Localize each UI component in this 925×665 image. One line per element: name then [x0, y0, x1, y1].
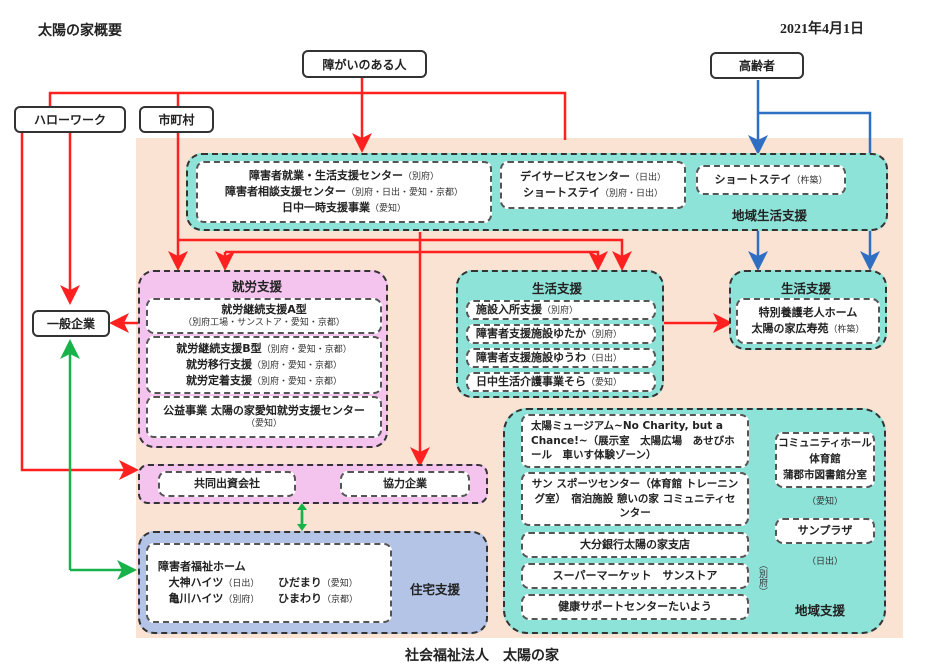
node-municipality[interactable]: 市町村: [139, 106, 214, 133]
item-note: （愛知）: [245, 419, 282, 430]
beppu-note: （別府）: [757, 560, 767, 596]
box-taiyo-museum[interactable]: 太陽ミュージアム~No Charity, but a Chance!~（展示室 …: [521, 414, 749, 468]
box-sun-plaza[interactable]: サンプラザ: [775, 518, 875, 544]
item-note: （愛知）: [369, 204, 406, 215]
item-name: デイサービスセンター: [519, 169, 630, 183]
item-name: 就労定着支援: [185, 374, 252, 388]
item-name: 障害者就業・生活支援センター: [248, 168, 403, 182]
item-name: 障害者支援施設ゆうわ: [476, 350, 586, 364]
item-note: （別府工場・サンストア・愛知・京都）: [183, 318, 345, 329]
hiji-note: （日出）: [807, 557, 844, 567]
item-name: 就労移行支援: [185, 357, 252, 371]
item-note: （別府）: [402, 171, 439, 182]
box-employment-type-a[interactable]: 就労継続支援A型 （別府工場・サンストア・愛知・京都）: [146, 298, 382, 334]
group-life-support: 生活支援 施設入所支援（別府） 障害者支援施設ゆたか（別府） 障害者支援施設ゆう…: [456, 270, 664, 398]
item-note: （別府）: [586, 329, 623, 340]
box-aichi-community-hall[interactable]: コミュニティホール 体育館 蒲郡市図書館分室: [775, 432, 875, 488]
item-note: （日出）: [629, 172, 666, 183]
item-name: 障害者相談支援センター: [224, 184, 346, 198]
red-arrow-hw-to-partners: [20, 132, 139, 480]
box-disability-centers[interactable]: 障害者就業・生活支援センター（別府） 障害者相談支援センター（別府・日出・愛知・…: [196, 161, 492, 223]
group-community-life-support: 障害者就業・生活支援センター（別府） 障害者相談支援センター（別府・日出・愛知・…: [186, 153, 888, 231]
box-elderly-homes[interactable]: 特別養護老人ホーム 太陽の家広寿苑（杵築）: [736, 298, 880, 344]
aichi-note: （愛知）: [807, 497, 844, 507]
welfare-home-title: 障害者福祉ホーム: [158, 559, 246, 573]
item-name: 就労継続支援A型: [221, 302, 307, 316]
green-double-arrow-icon: [297, 503, 307, 531]
item-note: （別府・愛知・京都）: [251, 360, 342, 371]
box-supermarket[interactable]: スーパーマーケット サンストア: [521, 563, 749, 589]
item-name: コミュニティホール: [778, 437, 872, 450]
item-name: ひまわり: [278, 591, 322, 605]
item-note: （別府・日出）: [599, 189, 663, 199]
item-name: 障害者支援施設ゆたか: [476, 326, 586, 340]
organization-name: 社会福祉法人 太陽の家: [405, 648, 559, 664]
node-disabled-persons[interactable]: 障がいのある人: [302, 50, 427, 78]
item-name: 太陽の家広寿苑: [751, 321, 829, 335]
item-name: 日中生活介護事業そら: [476, 374, 586, 388]
item-name: 蒲郡市図書館分室: [783, 468, 867, 481]
item-note: （愛知）: [586, 377, 623, 388]
item-name: 日中一時支援事業: [281, 201, 370, 215]
box-health-center[interactable]: 健康サポートセンターたいよう: [521, 594, 749, 620]
box-oita-bank[interactable]: 大分銀行太陽の家支店: [521, 532, 749, 558]
box-cooperating-companies[interactable]: 協力企業: [340, 471, 470, 497]
item-name: 施設入所支援: [476, 302, 542, 316]
box-aichi-employment-center[interactable]: 公益事業 太陽の家愛知就労支援センター （愛知）: [146, 396, 382, 438]
list-item[interactable]: 施設入所支援（別府）: [466, 300, 656, 320]
box-welfare-homes[interactable]: 障害者福祉ホーム 大神ハイツ（日出） ひだまり（愛知） 亀川ハイツ（別府） ひま…: [146, 543, 392, 623]
node-general-company[interactable]: 一般企業: [32, 310, 110, 337]
group-label: 就労支援: [232, 279, 283, 294]
item-note: （別府）: [223, 594, 260, 605]
item-name: 亀川ハイツ: [168, 591, 224, 605]
list-item[interactable]: 障害者支援施設ゆたか（別府）: [466, 324, 656, 344]
group-community-support: 太陽ミュージアム~No Charity, but a Chance!~（展示室 …: [503, 408, 886, 634]
group-label: 住宅支援: [410, 582, 461, 597]
item-name: 就労継続支援B型: [176, 341, 262, 355]
list-item[interactable]: 日中生活介護事業そら（愛知）: [466, 372, 656, 392]
item-name: ひだまり: [278, 575, 322, 589]
item-note: （京都）: [322, 594, 359, 605]
box-sun-sports-center[interactable]: サン スポーツセンター（体育館 トレーニング室） 宿泊施設 憩いの家 コミュニテ…: [521, 472, 749, 526]
date-label: 2021年4月1日: [780, 22, 864, 37]
group-label: 地域生活支援: [732, 208, 808, 223]
box-joint-venture[interactable]: 共同出資会社: [158, 471, 296, 497]
list-item[interactable]: 障害者支援施設ゆうわ（日出）: [466, 348, 656, 368]
box-short-stay-kitsuki[interactable]: ショートステイ（杵築）: [696, 165, 846, 195]
node-hellowork[interactable]: ハローワーク: [14, 106, 126, 133]
item-note: （日出）: [223, 578, 260, 589]
page-title: 太陽の家概要: [38, 23, 122, 39]
group-elderly-life-support: 生活支援 特別養護老人ホーム 太陽の家広寿苑（杵築）: [729, 270, 887, 350]
item-name: ショートステイ: [522, 186, 600, 199]
item-name: 体育館: [809, 453, 841, 466]
item-note: （杵築）: [791, 175, 828, 186]
box-employment-type-b[interactable]: 就労継続支援B型（別府・愛知・京都） 就労移行支援（別府・愛知・京都） 就労定着…: [146, 336, 382, 394]
red-line-top: [48, 91, 567, 140]
group-partners: 共同出資会社 協力企業: [138, 464, 488, 504]
item-name: 公益事業 太陽の家愛知就労支援センター: [163, 403, 365, 417]
item-note: （別府・愛知・京都）: [261, 344, 352, 355]
group-label: 生活支援: [781, 281, 832, 296]
item-name: 特別養護老人ホーム: [758, 306, 858, 319]
group-housing-support: 障害者福祉ホーム 大神ハイツ（日出） ひだまり（愛知） 亀川ハイツ（別府） ひま…: [138, 531, 488, 634]
item-name: ショートステイ: [714, 172, 792, 186]
group-label: 地域支援: [795, 603, 846, 618]
item-note: （別府・日出・愛知・京都）: [345, 187, 463, 198]
item-note: （愛知）: [321, 578, 358, 589]
group-employment-support: 就労支援 就労継続支援A型 （別府工場・サンストア・愛知・京都） 就労継続支援B…: [138, 270, 388, 448]
box-day-service[interactable]: デイサービスセンター（日出） ショートステイ（別府・日出）: [500, 161, 686, 209]
item-note: （別府・愛知・京都）: [251, 377, 342, 388]
item-name: 大神ハイツ: [168, 575, 224, 589]
node-elderly[interactable]: 高齢者: [710, 52, 804, 79]
group-label: 生活支援: [532, 281, 583, 296]
item-note: （別府）: [542, 305, 579, 316]
item-note: （杵築）: [828, 324, 865, 335]
item-note: （日出）: [586, 353, 623, 364]
